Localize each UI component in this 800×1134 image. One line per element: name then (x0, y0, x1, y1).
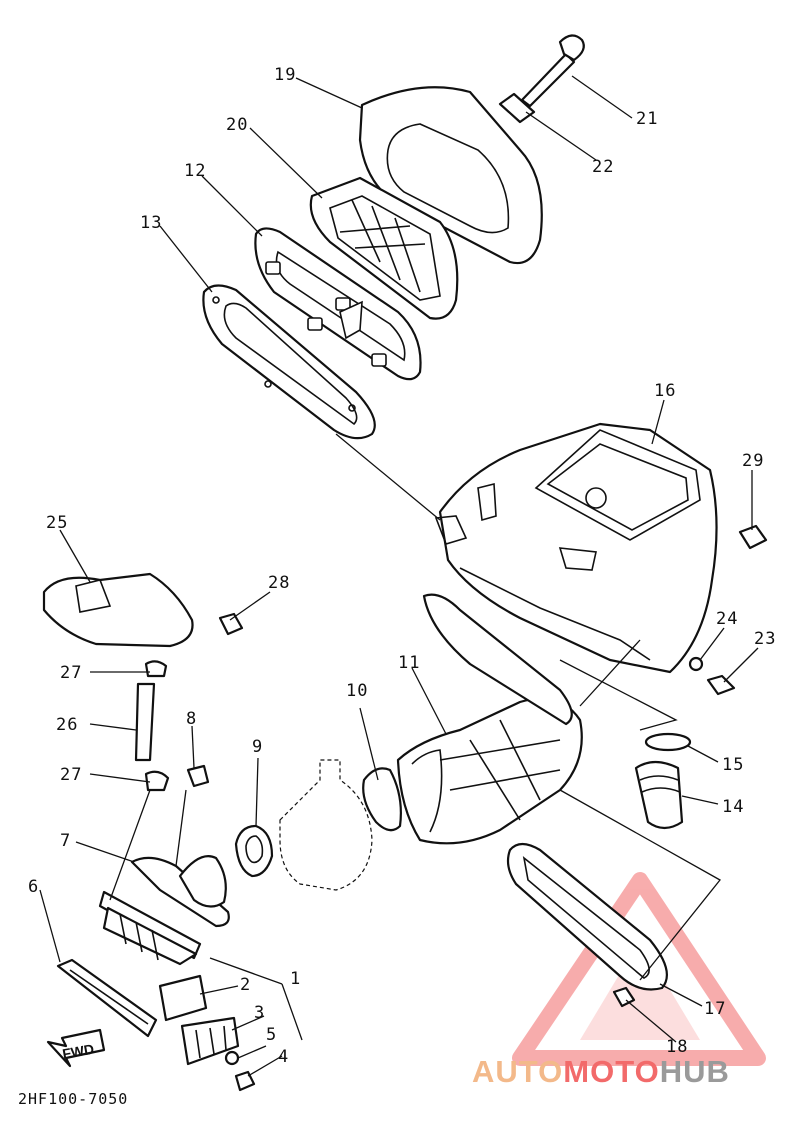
callout-17: 17 (704, 999, 726, 1019)
callout-15: 15 (722, 755, 744, 775)
watermark-hub: HUB (660, 1054, 730, 1089)
plate-washer (498, 92, 536, 124)
watermark-moto: MOTO (563, 1054, 659, 1089)
callout-24: 24 (716, 609, 738, 629)
reed-3 (180, 1016, 240, 1066)
gasket-6 (56, 958, 158, 1038)
callout-29: 29 (742, 451, 764, 471)
washer-24 (688, 656, 704, 672)
callout-12: 12 (184, 161, 206, 181)
callout-5: 5 (266, 1025, 277, 1045)
callout-6: 6 (28, 877, 39, 897)
reed-stopper (158, 974, 208, 1022)
callout-21: 21 (636, 109, 658, 129)
callout-16: 16 (654, 381, 676, 401)
intake-manifold (130, 855, 230, 928)
callout-2: 2 (240, 975, 251, 995)
reed-valve (98, 890, 202, 966)
intake-gasket-plate (202, 284, 376, 440)
callout-23: 23 (754, 629, 776, 649)
callout-20: 20 (226, 115, 248, 135)
screw-28 (218, 612, 244, 636)
watermark-auto: AUTO (472, 1054, 563, 1089)
fwd-label: FWD (61, 1041, 95, 1062)
callout-22: 22 (592, 157, 614, 177)
cap-14 (634, 760, 684, 830)
wing-bolt (520, 34, 585, 108)
callout-26: 26 (56, 715, 78, 735)
filter-guide-cage (309, 176, 459, 320)
band-15 (644, 732, 692, 752)
callout-10: 10 (346, 681, 368, 701)
callout-28: 28 (268, 573, 290, 593)
callout-7: 7 (60, 831, 71, 851)
watermark-text: AUTOMOTOHUB (472, 1054, 730, 1089)
callout-27: 27 (60, 663, 82, 683)
leader-lines (39, 75, 759, 1077)
callout-18: 18 (666, 1037, 688, 1057)
callout-9: 9 (252, 737, 263, 757)
callout-1: 1 (290, 969, 301, 989)
callout-11: 11 (398, 653, 420, 673)
callout-8: 8 (186, 709, 197, 729)
fwd-arrow-icon: FWD (46, 1028, 106, 1068)
filter-seal-gasket (254, 227, 422, 381)
bolt-23 (706, 674, 736, 696)
breather-hose (134, 682, 156, 762)
callout-numbers: 1 2 3 4 5 6 7 8 9 10 11 12 13 14 15 16 1… (28, 65, 776, 1067)
callout-19: 19 (274, 65, 296, 85)
air-filter-case (434, 422, 718, 674)
hose-clamp-27a (144, 660, 168, 678)
callout-3: 3 (254, 1003, 265, 1023)
washer-5 (224, 1050, 240, 1066)
callout-4: 4 (278, 1047, 289, 1067)
nut-18 (612, 986, 636, 1008)
case-bolt-29 (738, 524, 768, 550)
intake-joint (396, 593, 583, 845)
side-cover (42, 572, 194, 648)
callout-25: 25 (46, 513, 68, 533)
diagram-code: 2HF100-7050 (18, 1090, 128, 1108)
screw-8 (186, 764, 210, 788)
hose-clamp-27b (144, 770, 170, 792)
screw-4 (234, 1070, 256, 1092)
clamp-9 (234, 824, 274, 878)
air-filter-element (358, 86, 543, 265)
callout-14: 14 (722, 797, 744, 817)
watermark-logo-triangle (512, 872, 766, 1066)
callout-13: 13 (140, 213, 162, 233)
carburetor-outline (279, 759, 373, 891)
callout-27b: 27 (60, 765, 82, 785)
clamp-10 (362, 767, 402, 832)
